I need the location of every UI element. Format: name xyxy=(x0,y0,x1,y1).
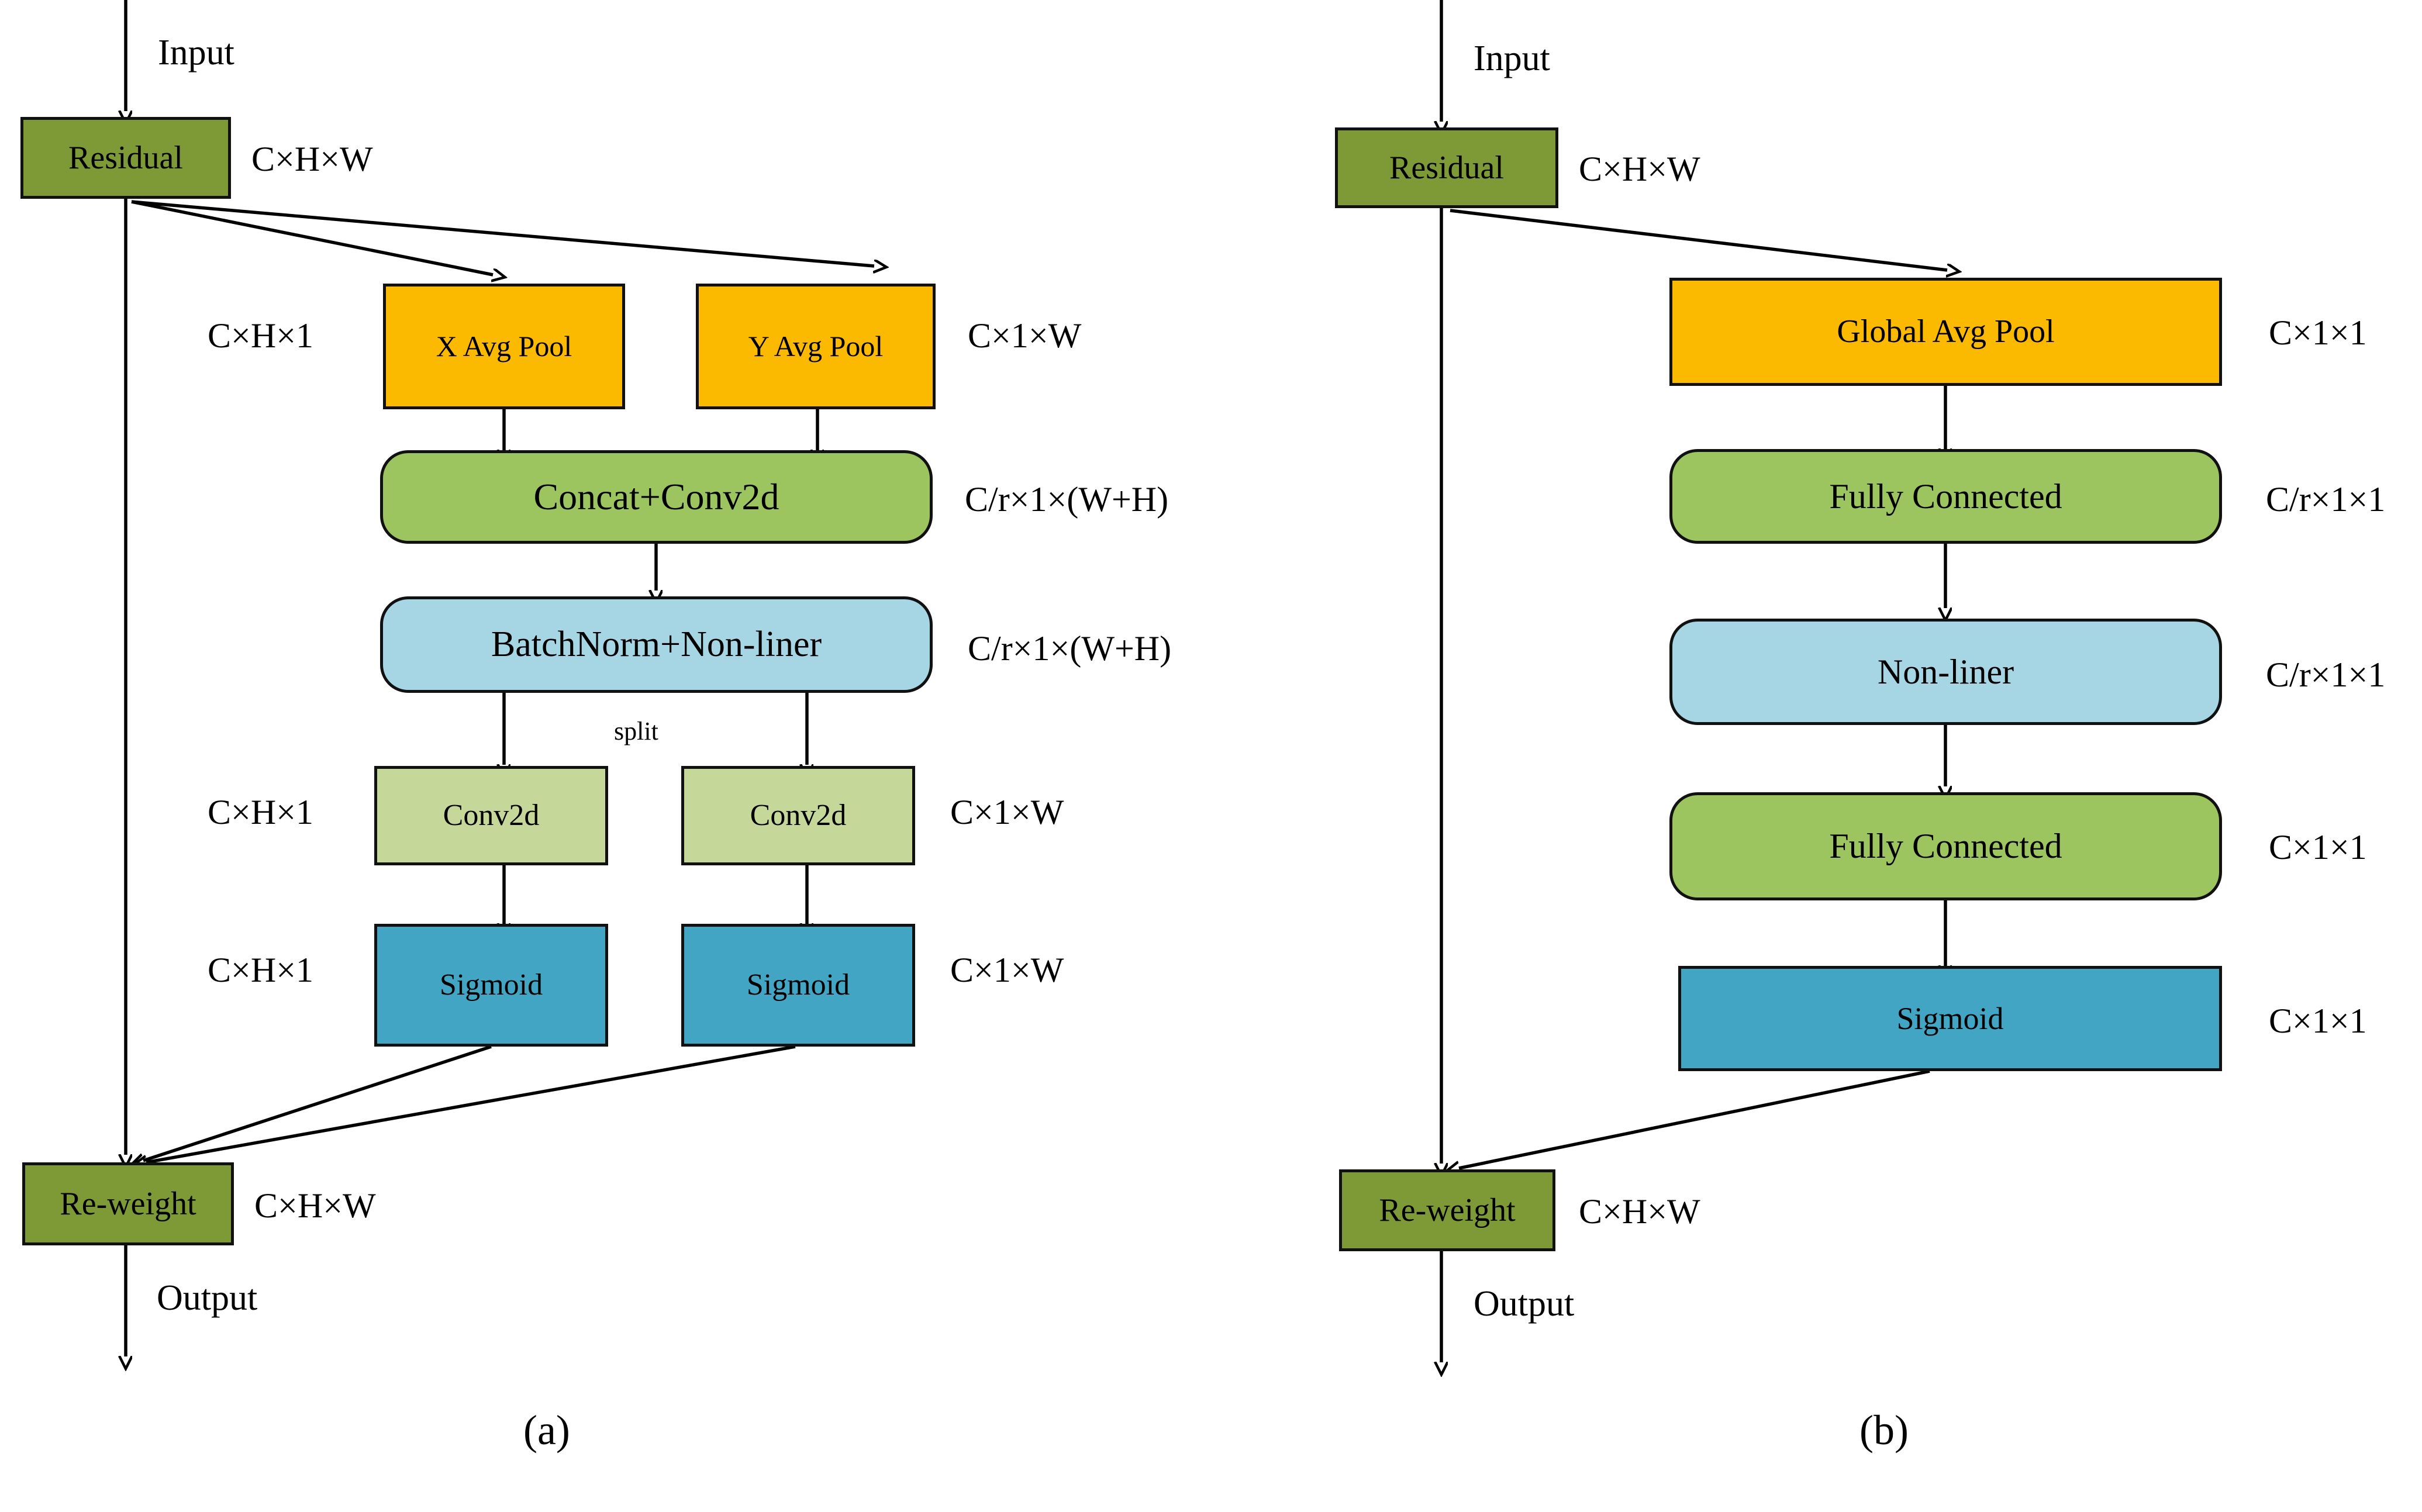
panel-a-node-re-weight[interactable]: Re-weight xyxy=(22,1162,234,1245)
node-label: Residual xyxy=(1389,149,1504,186)
panel-b-node-sigmoid[interactable]: Sigmoid xyxy=(1678,966,2222,1071)
panel-b-dim-sigmoid: C×1×1 xyxy=(2269,1002,2367,1040)
wire-a-sigmoid-right-to-reweight xyxy=(146,1045,796,1162)
panel-b-output-label: Output xyxy=(1474,1284,1575,1324)
panel-a-node-sigmoid-left[interactable]: Sigmoid xyxy=(374,924,608,1047)
node-label: X Avg Pool xyxy=(436,330,572,363)
node-label: Sigmoid xyxy=(746,968,850,1002)
panel-a-dim-batchnorm-nonliner: C/r×1×(W+H) xyxy=(968,629,1172,668)
panel-a-output-label: Output xyxy=(157,1278,258,1318)
panel-b-dim-global-avg-pool: C×1×1 xyxy=(2269,313,2367,352)
panel-a-node-x-avg-pool[interactable]: X Avg Pool xyxy=(383,284,625,409)
node-label: Residual xyxy=(68,139,183,176)
panel-a-dim-residual: C×H×W xyxy=(251,140,373,178)
panel-b-node-fully-connected-2[interactable]: Fully Connected xyxy=(1669,792,2222,900)
panel-a-dim-conv2d-left: C×H×1 xyxy=(208,793,314,831)
panel-b-node-residual[interactable]: Residual xyxy=(1335,127,1558,208)
panel-b-node-non-liner[interactable]: Non-liner xyxy=(1669,619,2222,725)
wire-a-sigmoid-left-to-reweight xyxy=(143,1045,492,1161)
node-label: Global Avg Pool xyxy=(1837,313,2055,350)
wire-a-residual-to-ypool xyxy=(131,200,874,266)
panel-b-dim-residual: C×H×W xyxy=(1579,150,1700,188)
node-label: Re-weight xyxy=(60,1185,196,1222)
node-label: Fully Connected xyxy=(1829,477,2062,516)
panel-b-dim-re-weight: C×H×W xyxy=(1579,1192,1700,1231)
panel-b-dim-fully-connected-2: C×1×1 xyxy=(2269,828,2367,867)
panel-a-dim-sigmoid-left: C×H×1 xyxy=(208,951,314,989)
panel-a-dim-y-avg-pool: C×1×W xyxy=(968,316,1082,355)
panel-b-dim-non-liner: C/r×1×1 xyxy=(2266,655,2386,694)
panel-b-node-re-weight[interactable]: Re-weight xyxy=(1339,1169,1555,1251)
panel-a-edge-label-split: split xyxy=(614,717,658,745)
panel-b-node-fully-connected-1[interactable]: Fully Connected xyxy=(1669,449,2222,544)
node-label: BatchNorm+Non-liner xyxy=(491,624,822,664)
wire-b-sigmoid-to-reweight xyxy=(1459,1069,1930,1168)
node-label: Conv2d xyxy=(750,798,847,832)
panel-a-node-sigmoid-right[interactable]: Sigmoid xyxy=(681,924,915,1047)
node-label: Non-liner xyxy=(1877,652,2014,691)
panel-a-node-conv2d-left[interactable]: Conv2d xyxy=(374,766,608,865)
panel-b-dim-fully-connected-1: C/r×1×1 xyxy=(2266,480,2386,519)
panel-a-dim-conv2d-right: C×1×W xyxy=(950,793,1064,831)
wire-b-residual-to-gap xyxy=(1450,209,1947,270)
node-label: Re-weight xyxy=(1379,1192,1516,1228)
panel-a-input-label: Input xyxy=(158,33,234,73)
node-label: Concat+Conv2d xyxy=(533,476,779,518)
panel-a-node-concat-conv2d[interactable]: Concat+Conv2d xyxy=(380,450,933,544)
panel-a-dim-sigmoid-right: C×1×W xyxy=(950,951,1064,989)
node-label: Fully Connected xyxy=(1829,827,2062,865)
panel-a-dim-concat-conv2d: C/r×1×(W+H) xyxy=(965,480,1169,519)
panel-b-caption: (b) xyxy=(1859,1407,1909,1454)
panel-a-dim-re-weight: C×H×W xyxy=(254,1186,376,1225)
panel-a-dim-x-avg-pool: C×H×1 xyxy=(208,316,314,355)
panel-a-node-conv2d-right[interactable]: Conv2d xyxy=(681,766,915,865)
panel-b-input-label: Input xyxy=(1474,39,1550,78)
node-label: Sigmoid xyxy=(439,968,543,1002)
panel-b-node-global-avg-pool[interactable]: Global Avg Pool xyxy=(1669,278,2222,386)
node-label: Sigmoid xyxy=(1896,1000,2004,1036)
wire-a-residual-to-xpool xyxy=(131,200,493,275)
node-label: Y Avg Pool xyxy=(748,330,884,363)
node-label: Conv2d xyxy=(443,798,540,832)
panel-a-node-batchnorm-nonliner[interactable]: BatchNorm+Non-liner xyxy=(380,596,933,693)
panel-a-node-y-avg-pool[interactable]: Y Avg Pool xyxy=(696,284,936,409)
panel-a-caption: (a) xyxy=(523,1407,570,1454)
panel-a-node-residual[interactable]: Residual xyxy=(20,117,231,199)
